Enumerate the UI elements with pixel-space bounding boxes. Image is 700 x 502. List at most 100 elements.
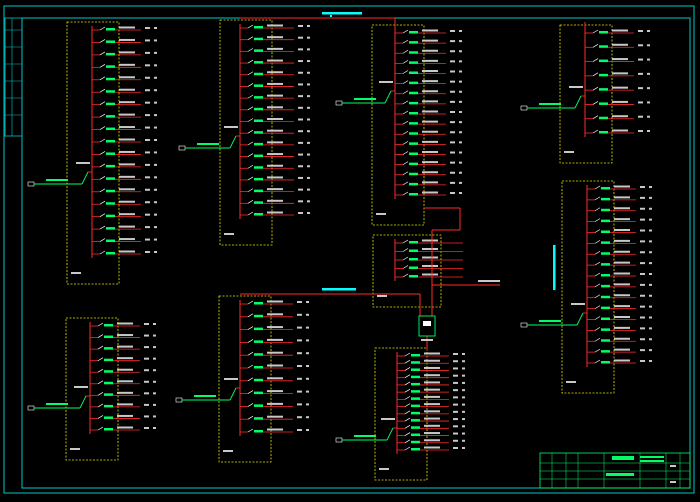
phase-mark [459, 40, 462, 43]
breaker-symbol [247, 48, 254, 52]
breaker-symbol [594, 337, 601, 342]
phase-mark [306, 326, 309, 329]
phase-mark [649, 273, 652, 275]
load-mark [298, 83, 303, 86]
breaker-symbol [402, 49, 409, 54]
phase-mark [153, 346, 156, 349]
phase-mark [649, 186, 652, 188]
breaker-symbol [99, 64, 106, 68]
feeder-label-mark [614, 294, 630, 297]
phase-mark [154, 238, 157, 241]
breaker-body [254, 314, 263, 318]
breaker-body [106, 227, 115, 230]
breaker-body [599, 45, 608, 48]
feeder-label-mark [424, 424, 440, 427]
feeder-label-mark [119, 101, 135, 104]
main-breaker-mark [224, 126, 238, 128]
panel-4 [27, 317, 156, 461]
feeder-label-mark [614, 359, 630, 362]
feeder-label-mark [119, 213, 135, 216]
feeder-label-mark [267, 141, 283, 144]
breaker-body [104, 416, 113, 419]
phase-mark [154, 51, 157, 54]
load-mark [145, 238, 150, 241]
panel-designation-mark [71, 272, 81, 274]
breaker-symbol [247, 24, 254, 29]
breaker-symbol [594, 316, 601, 320]
breaker-body [106, 239, 115, 243]
breaker-symbol [97, 380, 104, 385]
load-mark [450, 50, 455, 53]
breaker-body [409, 91, 418, 95]
phase-mark [462, 410, 465, 413]
phase-mark [154, 76, 157, 79]
project-name-mark [640, 460, 664, 462]
phase-mark [647, 72, 650, 75]
feeder-label-mark [267, 82, 283, 85]
load-mark [145, 151, 150, 154]
phase-mark [459, 141, 462, 144]
breaker-symbol [402, 80, 409, 84]
phase-mark [462, 381, 465, 384]
feeder-label-mark [267, 428, 283, 431]
breaker-body [106, 164, 115, 168]
breaker-body [254, 131, 263, 134]
phase-mark [459, 70, 462, 73]
breaker-symbol [402, 90, 409, 95]
breaker-body [106, 115, 115, 118]
load-mark [453, 389, 458, 392]
breaker-symbol [404, 374, 411, 378]
load-mark [145, 39, 150, 42]
breaker-symbol [247, 403, 254, 407]
load-mark [638, 130, 643, 132]
breaker-symbol [404, 403, 411, 407]
breaker-body [411, 411, 420, 415]
load-mark [453, 447, 458, 449]
breaker-body [254, 26, 263, 29]
panel-8 [520, 24, 650, 164]
load-mark [298, 153, 303, 156]
load-mark [298, 200, 303, 203]
phase-mark [154, 151, 157, 154]
breaker-body [106, 102, 115, 106]
feeder-label-mark [119, 51, 135, 54]
feeder-label-mark [422, 273, 438, 276]
panel-enclosure [374, 347, 428, 481]
phase-mark [153, 323, 156, 325]
load-mark [144, 357, 149, 360]
feeder-label-mark [424, 410, 440, 413]
breaker-body [599, 59, 608, 63]
breaker-body [254, 201, 263, 204]
breaker-body [106, 28, 115, 31]
phase-mark [649, 294, 652, 297]
breaker-symbol [99, 113, 106, 118]
breaker-body [104, 324, 113, 327]
breaker-body [104, 428, 113, 431]
title-text-mark [612, 456, 634, 460]
phase-mark [306, 352, 309, 355]
breaker-symbol [99, 163, 106, 168]
feeder-label-mark [267, 118, 283, 120]
load-mark [298, 36, 303, 39]
breaker-symbol [99, 26, 106, 31]
main-breaker-mark [379, 81, 393, 83]
phase-mark [462, 439, 465, 442]
feeder-label-mark [424, 439, 440, 442]
breaker-body [409, 275, 418, 278]
feeder-label-mark [422, 239, 438, 242]
feeder-label-mark [119, 138, 135, 141]
panel-designation-mark [377, 295, 387, 297]
phase-mark [154, 27, 157, 29]
phase-mark [649, 338, 652, 341]
feeder-label-mark [119, 188, 135, 191]
breaker-body [254, 340, 263, 343]
phase-mark [154, 101, 157, 104]
cable-spec-mark [46, 179, 68, 181]
phase-mark [462, 389, 465, 392]
phase-mark [647, 87, 650, 90]
main-breaker-mark [224, 378, 238, 380]
breaker-body [409, 41, 418, 44]
breaker-symbol [402, 191, 409, 196]
phase-mark [459, 90, 462, 93]
